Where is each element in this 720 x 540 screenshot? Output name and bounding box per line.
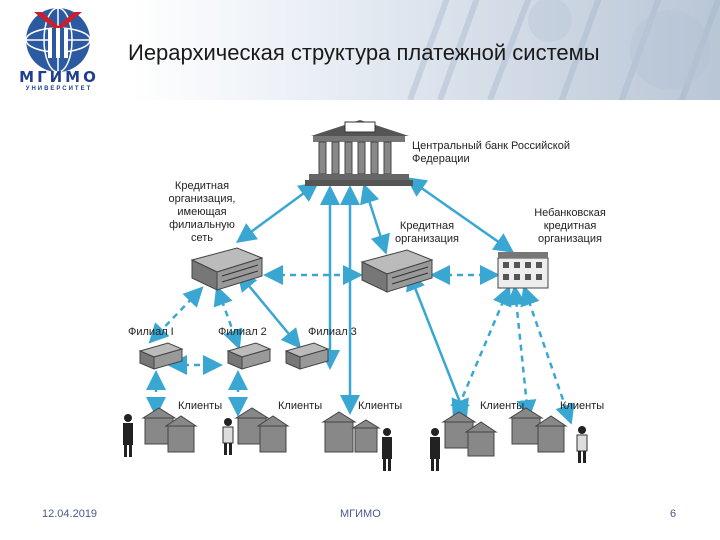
branch-3-label: Филиал 3 bbox=[308, 326, 357, 338]
branch-building-icon bbox=[284, 342, 330, 370]
branch-1-label: Филиал I bbox=[128, 326, 174, 338]
office-building-icon bbox=[360, 249, 434, 293]
clients-2-label: Клиенты bbox=[278, 400, 323, 412]
mgimo-logo bbox=[25, 7, 91, 73]
footer-org: МГИМО bbox=[340, 508, 381, 520]
header-decoration bbox=[407, 0, 720, 100]
payment-system-diagram: Центральный банк Российской Федерации Кр… bbox=[100, 100, 620, 480]
logo-subtext: УНИВЕРСИТЕТ bbox=[25, 86, 93, 92]
nonbank-credit-org-label: Небанковская кредитная организация bbox=[534, 207, 606, 245]
branch-building-icon bbox=[226, 342, 272, 370]
clients-5-label: Клиенты bbox=[560, 400, 605, 412]
page-number: 6 bbox=[670, 508, 677, 520]
office-building-icon bbox=[190, 247, 264, 291]
clients-4-label: Клиенты bbox=[480, 400, 525, 412]
dashed-connections bbox=[146, 265, 575, 425]
diagram-canvas bbox=[123, 120, 588, 471]
branch-2-label: Филиал 2 bbox=[218, 326, 267, 338]
footer-date: 12.04.2019 bbox=[42, 508, 98, 520]
person-icon bbox=[123, 414, 588, 471]
slide-title: Иерархическая структура платежной систем… bbox=[128, 40, 600, 65]
house-icon bbox=[141, 407, 568, 457]
credit-org-branches-label: Кредитная организация, имеющая филиальну… bbox=[168, 180, 236, 244]
logo-text: МГИМО bbox=[19, 68, 99, 86]
clients-1-label: Клиенты bbox=[178, 400, 223, 412]
branch-building-icon bbox=[138, 342, 184, 370]
solid-connections bbox=[235, 177, 515, 420]
slide-header: МГИМО УНИВЕРСИТЕТ Иерархическая структур… bbox=[0, 0, 720, 100]
bank-building-icon bbox=[305, 120, 413, 186]
clients-3-label: Клиенты bbox=[358, 400, 403, 412]
central-bank-label: Центральный банк Российской Федерации bbox=[412, 140, 571, 165]
credit-org-label: Кредитная организация bbox=[395, 220, 459, 245]
nonbank-building-icon bbox=[497, 252, 549, 289]
